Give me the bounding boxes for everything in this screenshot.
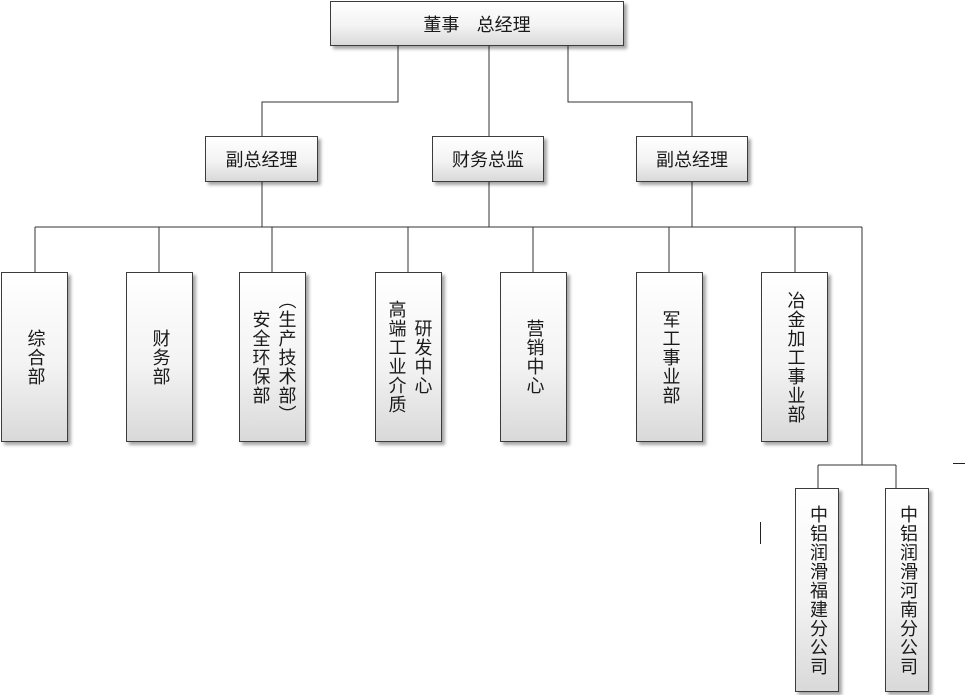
node-cfo-label: 财务总监 [452, 150, 524, 171]
node-rd-center-label-col2: 高端工业介质 [385, 300, 407, 414]
connector-top-vp-right [567, 46, 693, 136]
node-metallurgy-division: 冶金加工事业部 [761, 272, 828, 442]
node-rd-center-label-col1: 研发中心 [411, 319, 433, 395]
node-metallurgy-division-label: 冶金加工事业部 [784, 290, 806, 424]
node-safety-dept-label-col1: （生产技术部） [275, 290, 297, 424]
node-top-management: 董事 总经理 [330, 1, 624, 46]
node-marketing-center-label: 营销中心 [523, 319, 545, 395]
node-safety-dept: （生产技术部） 安全环保部 [239, 272, 306, 442]
node-vp-left: 副总经理 [205, 136, 318, 182]
node-henan-branch: 中铝润滑河南分公司 [885, 488, 929, 692]
node-military-division-label: 军工事业部 [659, 309, 681, 405]
node-safety-dept-label-col2: 安全环保部 [249, 309, 271, 405]
connector-top-vp-left [261, 46, 399, 136]
node-cfo: 财务总监 [432, 136, 544, 182]
node-fujian-branch-label: 中铝润滑福建分公司 [807, 504, 828, 676]
node-military-division: 军工事业部 [636, 272, 703, 442]
node-finance-dept: 财务部 [126, 272, 193, 442]
node-henan-branch-label: 中铝润滑河南分公司 [897, 504, 918, 676]
node-fujian-branch: 中铝润滑福建分公司 [795, 488, 839, 692]
node-top-label: 董事 总经理 [423, 14, 531, 36]
stray-mark-left [760, 522, 761, 544]
node-vp-right-label: 副总经理 [656, 150, 728, 171]
node-vp-right: 副总经理 [636, 136, 748, 182]
node-finance-dept-label: 财务部 [149, 328, 171, 386]
stray-mark-right [953, 463, 965, 464]
node-marketing-center: 营销中心 [500, 272, 567, 442]
node-general-dept: 综合部 [1, 272, 68, 442]
node-general-dept-label: 综合部 [24, 328, 46, 386]
node-rd-center: 研发中心 高端工业介质 [375, 272, 442, 442]
node-vp-left-label: 副总经理 [225, 150, 298, 171]
